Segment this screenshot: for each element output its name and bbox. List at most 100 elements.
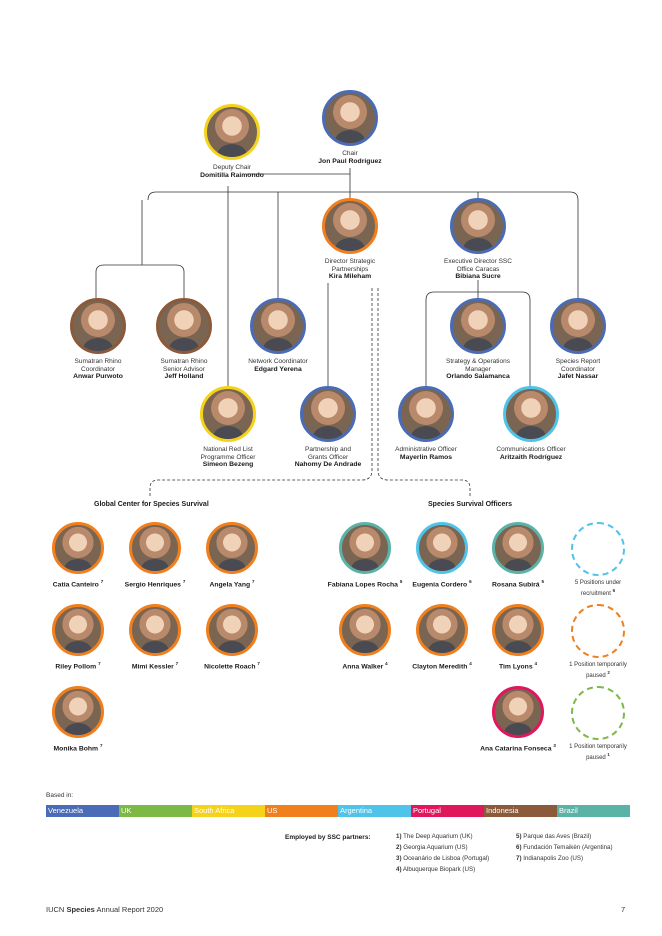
gcss-person: Monika Bohm 7 — [18, 686, 138, 753]
chair-photo — [322, 90, 378, 146]
sso-person: Tim Lyons 4 — [458, 604, 578, 671]
legend-portugal: Portugal — [411, 805, 484, 817]
gcss-photo — [206, 604, 258, 656]
partner-item: 4) Albuquerque Biopark (US) — [396, 866, 476, 873]
vacancy-sup: 1 — [607, 752, 610, 757]
partner-item: 6) Fundación Temaikèn (Argentina) — [516, 844, 613, 851]
sso-name: Fabiana Lopes Rocha — [327, 581, 398, 589]
deputy-chair-photo — [204, 104, 260, 160]
legend-venezuela: Venezuela — [46, 805, 119, 817]
legend-brazil: Brazil — [557, 805, 630, 817]
jafet-name: Jafet Nassar — [557, 373, 599, 380]
simeon-photo — [200, 386, 256, 442]
sso-sup: 6 — [469, 579, 472, 584]
gcss-photo — [52, 686, 104, 738]
executive-director-role: Executive Director SSC Office Caracas — [444, 258, 512, 273]
gcss-person: Riley Pollom 7 — [18, 604, 138, 671]
jafet-card: Species Report Coordinator Jafet Nassar — [518, 298, 638, 381]
gcss-name: Monika Bohm — [53, 745, 99, 753]
vacancy-text: 1 Position temporarily paused — [569, 744, 627, 761]
edgard-photo — [250, 298, 306, 354]
executive-director-photo — [450, 198, 506, 254]
gcss-photo — [52, 522, 104, 574]
gcss-sup: 7 — [98, 661, 101, 666]
sso-person: Rosana Subirá 5 — [458, 522, 578, 589]
anwar-name: Anwar Purwoto — [73, 373, 123, 380]
gcss-name: Angela Yang — [209, 581, 251, 589]
footer-bold: Species — [66, 905, 95, 914]
director-strategic-partnerships-card: Director Strategic Partnerships Kira Mil… — [290, 198, 410, 281]
jafet-photo — [550, 298, 606, 354]
orlando-name: Orlando Salamanca — [446, 373, 510, 380]
director-role: Director Strategic Partnerships — [324, 258, 376, 273]
simeon-role: National Red List Programme Officer — [200, 446, 256, 461]
page-number: 7 — [621, 905, 626, 914]
sso-person: Anna Walker 4 — [305, 604, 425, 671]
sso-photo — [416, 604, 468, 656]
director-photo — [322, 198, 378, 254]
sso-person: Ana Catarina Fonseca 3 — [458, 686, 578, 753]
gcss-name: Sergio Henriques — [124, 581, 181, 589]
gcss-sup: 7 — [99, 743, 103, 748]
gcss-person: Mimi Kessler 7 — [95, 604, 215, 671]
gcss-photo — [129, 522, 181, 574]
sso-sup: 5 — [541, 579, 544, 584]
vacancy-placeholder — [571, 604, 625, 658]
partners-col-1: 1) The Deep Aquarium (UK) 2) Georgia Aqu… — [396, 831, 489, 875]
deputy-chair-name: Domitilla Raimondo — [200, 171, 264, 179]
vacancy-sup: 2 — [607, 670, 610, 675]
based-in-legend: Venezuela UK South Africa US Argentina P… — [46, 805, 630, 817]
nahomy-photo — [300, 386, 356, 442]
chair-name: Jon Paul Rodríguez — [318, 157, 382, 165]
legend-us: US — [265, 805, 338, 817]
vacancy-placeholder — [571, 522, 625, 576]
sso-name: Tim Lyons — [498, 663, 533, 671]
gcss-name: Mimi Kessler — [131, 663, 174, 671]
footer-rest: Annual Report 2020 — [96, 905, 164, 914]
mayerlin-photo — [398, 386, 454, 442]
gcss-name: Nicolette Roach — [204, 663, 256, 671]
mayerlin-card: Administrative Officer Mayerlin Ramos — [366, 386, 486, 462]
sso-photo — [339, 604, 391, 656]
anwar-photo — [70, 298, 126, 354]
partner-item: 7) Indianapolis Zoo (US) — [516, 855, 584, 862]
edgard-role: Network Coordinator — [248, 358, 308, 365]
gcss-sup: 7 — [175, 661, 179, 666]
gcss-group-title: Global Center for Species Survival — [94, 501, 209, 508]
gcss-person: Angela Yang 7 — [172, 522, 292, 589]
aritzaith-name: Aritzaith Rodríguez — [499, 453, 563, 461]
sso-sup: 4 — [534, 661, 538, 666]
gcss-photo — [129, 604, 181, 656]
mayerlin-role: Administrative Officer — [395, 446, 457, 453]
sso-name: Clayton Meredith — [412, 663, 468, 671]
vacancy-paused: 1 Position temporarily paused 1 — [538, 686, 658, 762]
nahomy-name: Nahomy De Andrade — [294, 461, 362, 468]
gcss-sup: 7 — [257, 661, 260, 666]
legend-south-africa: South Africa — [192, 805, 265, 817]
sso-photo — [416, 522, 468, 574]
jeff-name: Jeff Holland — [164, 373, 204, 380]
gcss-photo — [206, 522, 258, 574]
chair-role: Chair — [342, 150, 358, 157]
sso-photo — [492, 522, 544, 574]
vacancy-paused: 1 Position temporarily paused 2 — [538, 604, 658, 680]
deputy-chair-role: Deputy Chair — [213, 164, 251, 171]
jafet-role: Species Report Coordinator — [555, 358, 601, 373]
sso-sup: 5 — [399, 579, 403, 584]
legend-argentina: Argentina — [338, 805, 411, 817]
simeon-card: National Red List Programme Officer Sime… — [168, 386, 288, 469]
legend-uk: UK — [119, 805, 192, 817]
vacancy-sup: 6 — [612, 588, 616, 593]
chair-card: Chair Jon Paul Rodríguez — [290, 90, 410, 166]
sso-photo — [339, 522, 391, 574]
gcss-person: Catia Canteiro 7 — [18, 522, 138, 589]
sso-photo — [492, 604, 544, 656]
sso-photo — [492, 686, 544, 738]
sso-name: Ana Catarina Fonseca — [480, 745, 552, 753]
executive-director-name: Bibiana Sucre — [455, 273, 501, 280]
partners-col-2: 5) Parque das Aves (Brazil) 6) Fundación… — [516, 831, 613, 864]
mayerlin-name: Mayerlin Ramos — [399, 453, 453, 461]
sso-sup: 3 — [553, 743, 556, 748]
sso-person: Fabiana Lopes Rocha 5 — [305, 522, 425, 589]
